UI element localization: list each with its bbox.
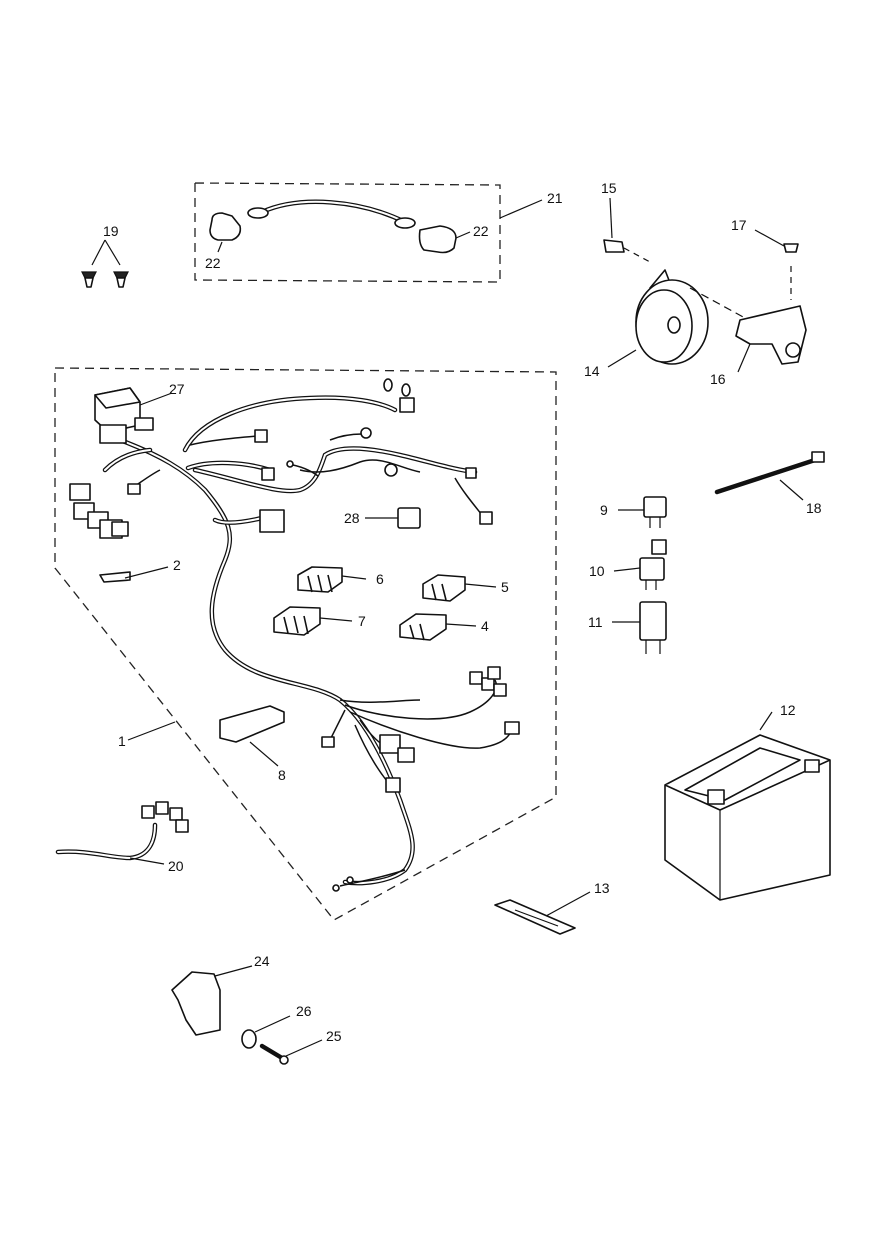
callout-7: 7 <box>358 613 366 629</box>
battery-lead-kit <box>194 182 501 283</box>
callout-1: 1 <box>118 733 126 749</box>
relays <box>639 496 667 654</box>
harness-connectors <box>69 378 520 892</box>
callout-10: 10 <box>589 563 605 579</box>
bracket-assembly <box>171 971 289 1065</box>
callout-24: 24 <box>254 953 270 969</box>
screws-19 <box>81 271 129 288</box>
callout-28: 28 <box>344 510 360 526</box>
clip-2 <box>99 571 131 583</box>
horn-assembly <box>603 239 807 365</box>
main-harness-outline <box>54 367 557 921</box>
callout-18: 18 <box>806 500 822 516</box>
callout-15: 15 <box>601 180 617 196</box>
callout-6: 6 <box>376 571 384 587</box>
callout-21: 21 <box>547 190 563 206</box>
sub-harness-20 <box>55 801 189 861</box>
fuse-holder-8 <box>219 705 285 743</box>
callout-5: 5 <box>501 579 509 595</box>
callout-20: 20 <box>168 858 184 874</box>
callout-2: 2 <box>173 557 181 573</box>
callout-27: 27 <box>169 381 185 397</box>
callout-19: 19 <box>103 223 119 239</box>
callout-22-right: 22 <box>473 223 489 239</box>
callout-8: 8 <box>278 767 286 783</box>
callout-14: 14 <box>584 363 600 379</box>
callout-9: 9 <box>600 502 608 518</box>
callout-26: 26 <box>296 1003 312 1019</box>
callout-leaders <box>91 197 804 1057</box>
battery-12 <box>664 734 831 901</box>
callout-22-left: 22 <box>205 255 221 271</box>
fuses <box>273 566 466 641</box>
callout-12: 12 <box>780 702 796 718</box>
callout-17: 17 <box>731 217 747 233</box>
callout-11: 11 <box>588 614 603 630</box>
callout-16: 16 <box>710 371 726 387</box>
cable-tie-18 <box>714 451 825 495</box>
callout-labels: 1 2 4 5 6 7 8 9 10 11 12 13 14 15 16 17 … <box>103 180 822 1044</box>
callout-13: 13 <box>594 880 610 896</box>
callout-25: 25 <box>326 1028 342 1044</box>
strap-13 <box>494 899 576 935</box>
relay-28 <box>397 507 421 529</box>
callout-4: 4 <box>481 618 489 634</box>
